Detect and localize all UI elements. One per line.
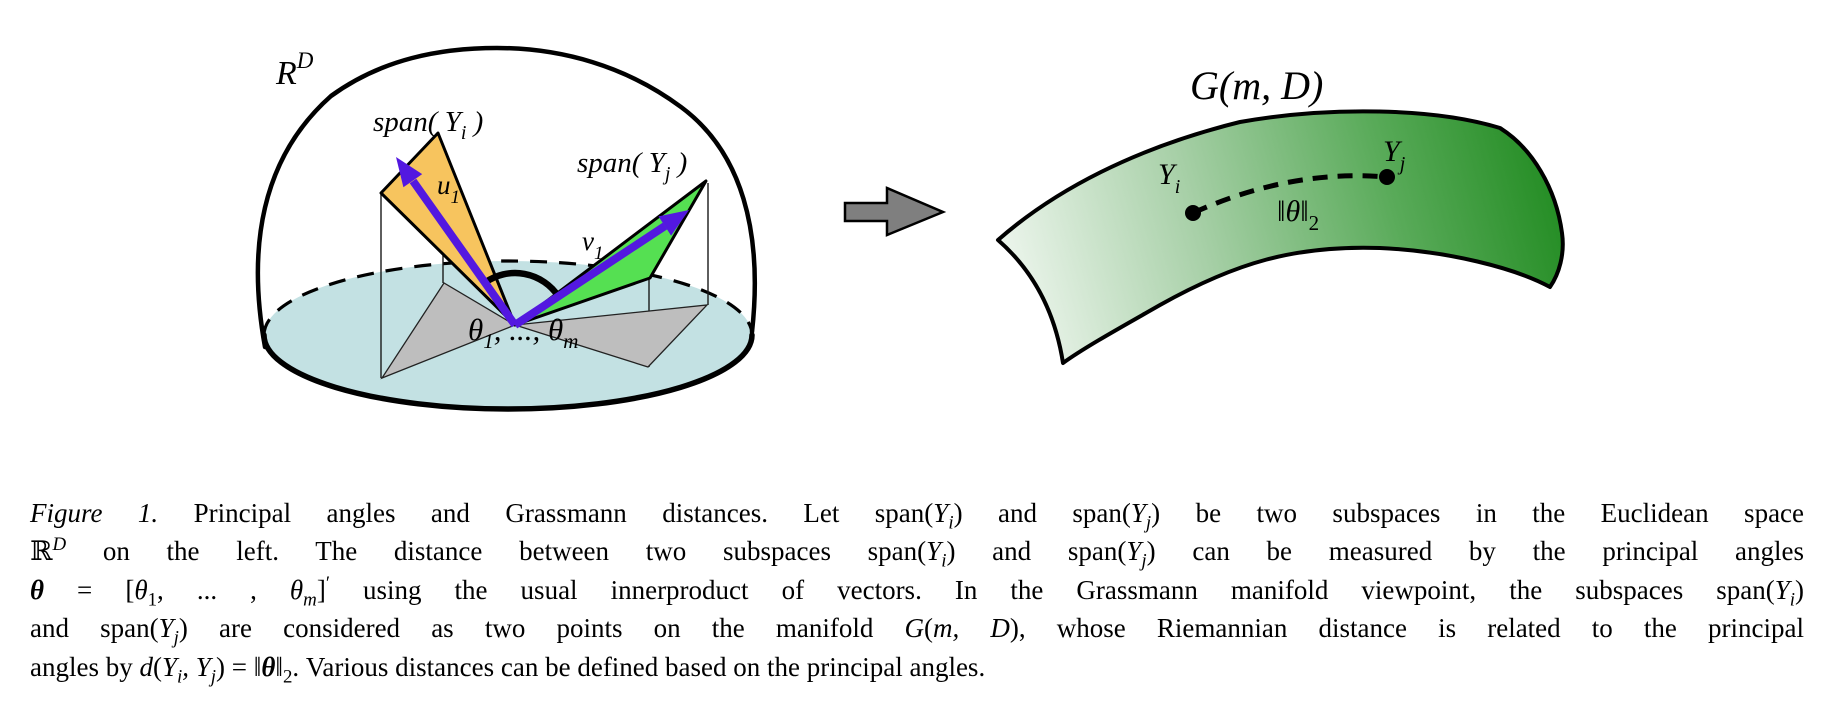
- principal-angle-arc: [481, 269, 562, 300]
- mapping-arrow-icon: [843, 186, 947, 237]
- vector-v1-arrowhead: [658, 210, 689, 236]
- caption-line: Figure 1. Principal angles and Grassmann…: [30, 498, 1805, 534]
- manifold-label: G(m, D): [1190, 63, 1323, 108]
- manifold-surface: [996, 109, 1565, 365]
- vector-v1: [512, 222, 668, 329]
- grassmann-manifold-diagram: G(m, D) Yi Yj ‖θ‖2: [996, 63, 1565, 365]
- caption-line: and span(Yj) are considered as two point…: [30, 613, 1805, 649]
- caption-line: θ = [θ1, ... , θm]′ using the usual inne…: [30, 572, 1804, 611]
- point-yi: [1185, 205, 1201, 221]
- span-yi-label: span( Yi ): [373, 106, 483, 144]
- point-yj: [1379, 169, 1395, 185]
- caption-line: ℝD on the left. The distance between two…: [30, 534, 1804, 572]
- caption-line: angles by d(Yi, Yj) = ‖θ‖2. Various dist…: [30, 651, 986, 688]
- projection-triangle-right: [514, 304, 709, 368]
- principal-angles-label: θ1, ..., θm: [468, 312, 578, 353]
- euclidean-space-diagram: RD span( Yi ) span( Yj ) u1 v1 θ1, ..., …: [255, 45, 758, 412]
- vector-u1: [409, 178, 519, 328]
- euclidean-space-label: RD: [275, 48, 314, 92]
- yj-point-label: Yj: [1383, 135, 1406, 175]
- u1-vector-label: u1: [437, 170, 460, 208]
- geodesic-distance-label: ‖θ‖2: [1277, 195, 1319, 235]
- vector-u1-arrowhead: [396, 157, 423, 188]
- dome-outline: [255, 45, 758, 350]
- projection-triangle-left: [380, 282, 517, 380]
- base-disk-front-edge: [261, 332, 755, 412]
- figure-caption: Figure 1. Principal angles and Grassmann…: [30, 494, 1804, 686]
- v1-vector-label: v1: [582, 226, 603, 264]
- base-disk-back-edge: [262, 259, 754, 336]
- geodesic-dashed-path: [1191, 173, 1388, 216]
- span-yj-label: span( Yj ): [577, 147, 687, 185]
- yi-point-label: Yi: [1158, 158, 1180, 198]
